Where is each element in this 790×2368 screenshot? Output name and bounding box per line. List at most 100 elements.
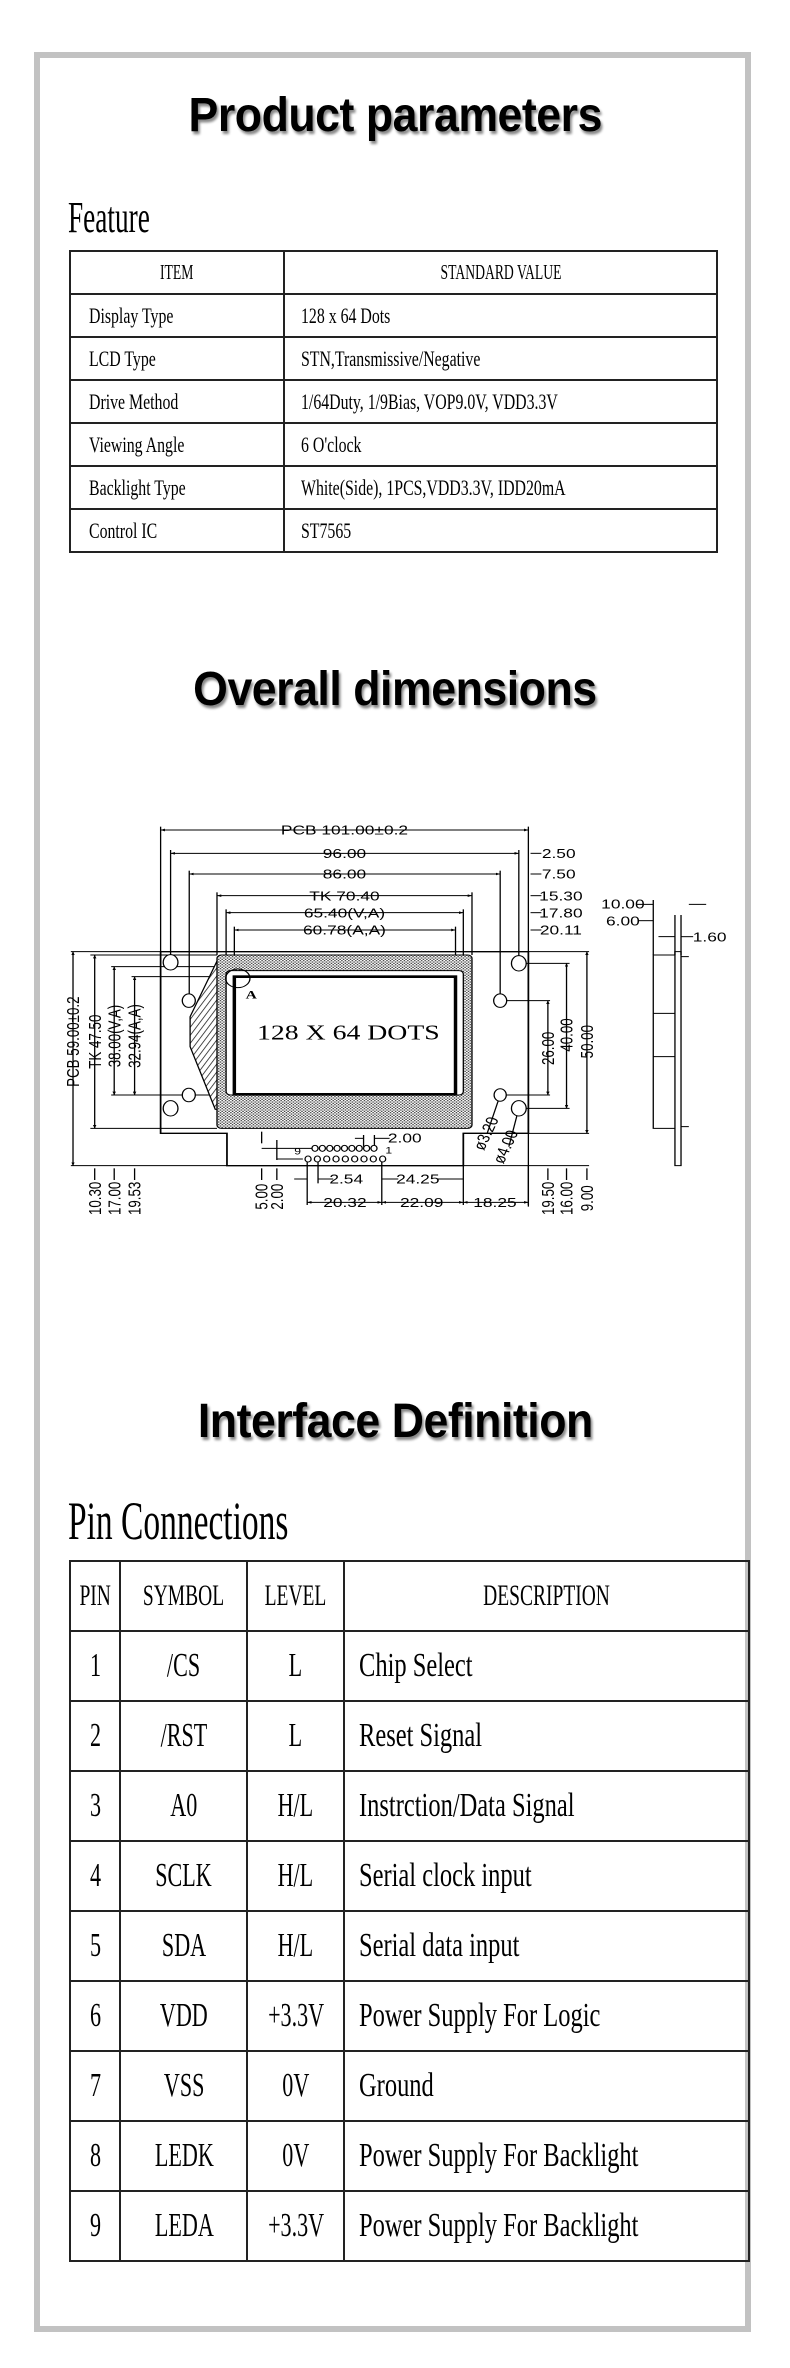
- active-area: [232, 975, 458, 1096]
- pin-symbol: LEDA: [154, 2207, 214, 2244]
- dim-label: 86.00: [323, 867, 366, 882]
- dim-label: 19.50: [539, 1182, 558, 1215]
- dim-label: 7.50: [542, 867, 576, 882]
- feature-value: 6 O'clock: [301, 431, 362, 457]
- dim-label: 1.60: [693, 930, 727, 945]
- feature-item: Viewing Angle: [89, 431, 185, 457]
- pin-description: Serial data input: [359, 1927, 520, 1964]
- dim-label: 10.30: [86, 1182, 105, 1215]
- pin-symbol: VSS: [163, 2067, 205, 2104]
- feature-item: Backlight Type: [89, 474, 186, 500]
- connector-pin: [369, 1155, 378, 1163]
- dim-label: PCB 59.00±0.2: [65, 997, 84, 1087]
- dim-label: 2.00: [268, 1184, 287, 1210]
- dim-label: 17.80: [539, 906, 582, 921]
- pin-number: 6: [89, 1997, 101, 2034]
- dimension-drawing: 128 X 64 DOTS A PCB 101.00±0.2 96.00 86.…: [65, 823, 727, 1215]
- pin-description: Power Supply For Backlight: [359, 2137, 639, 2174]
- connector-pin: [332, 1155, 340, 1163]
- mounting-hole: [510, 1100, 527, 1117]
- table-row: Backlight Type White(Side), 1PCS,VDD3.3V,…: [69, 465, 718, 510]
- dim-label: 5.00: [253, 1184, 272, 1210]
- feature-value: White(Side), 1PCS,VDD3.3V, IDD20mA: [301, 474, 566, 500]
- dim-label: 20.11: [540, 923, 582, 938]
- pin-number: 1: [89, 1647, 101, 1684]
- column-header: PIN: [79, 1579, 111, 1612]
- connector-pin: [378, 1155, 387, 1163]
- feature-heading: Feature: [68, 193, 150, 242]
- pin-description: Power Supply For Backlight: [359, 2207, 639, 2244]
- dim-label: 20.32: [323, 1196, 366, 1211]
- side-view-outline: [652, 951, 689, 1167]
- pin-number: 4: [89, 1857, 101, 1894]
- dim-label: 38.00(V,A): [106, 1005, 125, 1068]
- feature-item: LCD Type: [89, 345, 156, 371]
- pin-number: 5: [89, 1927, 101, 1964]
- pin-description: Power Supply For Logic: [359, 1997, 601, 2034]
- dim-label: 10.00: [601, 897, 644, 912]
- dim-label: 9.00: [578, 1185, 597, 1211]
- mounting-hole: [181, 1087, 196, 1103]
- pin-level: H/L: [278, 1927, 314, 1964]
- pin-description: Ground: [359, 2067, 435, 2104]
- dim-label: 22.09: [400, 1196, 443, 1211]
- column-header: DESCRIPTION: [483, 1579, 610, 1612]
- dim-label: 96.00: [323, 847, 366, 862]
- table-header-row: ITEM STANDARD VALUE: [69, 250, 718, 295]
- pin-description: Instrction/Data Signal: [359, 1787, 575, 1824]
- flex-cable-hatch: [189, 959, 219, 1110]
- connector-pins: [304, 1144, 387, 1163]
- dim-label: 15.30: [539, 889, 582, 904]
- detail-circle: [225, 968, 251, 989]
- pin-level: L: [289, 1717, 303, 1754]
- table-row: Viewing Angle 6 O'clock: [69, 422, 718, 467]
- pin-label: 9: [294, 1147, 301, 1157]
- pin-number: 7: [89, 2067, 101, 2104]
- mounting-hole: [181, 993, 196, 1008]
- pin-number: 3: [89, 1787, 101, 1824]
- pcb-outline: [159, 951, 530, 1167]
- connector-pin: [304, 1155, 312, 1163]
- pin-level: 0V: [282, 2137, 310, 2174]
- dim-label: 6.00: [606, 914, 640, 929]
- section-title-product-parameters: Product parameters: [188, 89, 602, 142]
- connector-pin: [360, 1155, 368, 1163]
- section-title-interface-definition: Interface Definition: [197, 1395, 593, 1448]
- pin-symbol: A0: [170, 1787, 198, 1824]
- feature-item: Drive Method: [89, 388, 179, 414]
- dim-label: TK 70.40: [309, 889, 379, 904]
- feature-value: 128 x 64 Dots: [301, 302, 391, 328]
- connector-pin: [313, 1155, 322, 1163]
- dim-label: 26.00: [539, 1032, 558, 1065]
- dim-label: PCB 101.00±0.2: [281, 823, 408, 838]
- pin-description: Chip Select: [359, 1647, 473, 1684]
- connector-pin: [350, 1155, 359, 1163]
- connector-pin: [326, 1144, 334, 1152]
- pin-level: L: [289, 1647, 303, 1684]
- column-header: ITEM: [160, 260, 194, 284]
- mounting-hole: [493, 993, 508, 1008]
- pin-symbol: SCLK: [155, 1857, 213, 1894]
- dim-label: 65.40(V,A): [304, 906, 385, 921]
- pin-number: 9: [89, 2207, 101, 2244]
- dim-label: 32.94(A,A): [126, 1004, 145, 1068]
- connector-pin: [362, 1144, 371, 1152]
- column-header: SYMBOL: [143, 1579, 225, 1612]
- connector-pin: [323, 1155, 331, 1163]
- dim-label: 18.25: [473, 1196, 516, 1211]
- pin-symbol: LEDK: [154, 2137, 214, 2174]
- pin-label: 1: [385, 1146, 392, 1156]
- pin-description: Reset Signal: [359, 1717, 483, 1754]
- connector-pin: [341, 1155, 350, 1163]
- dim-label: 60.78(A,A): [303, 923, 386, 938]
